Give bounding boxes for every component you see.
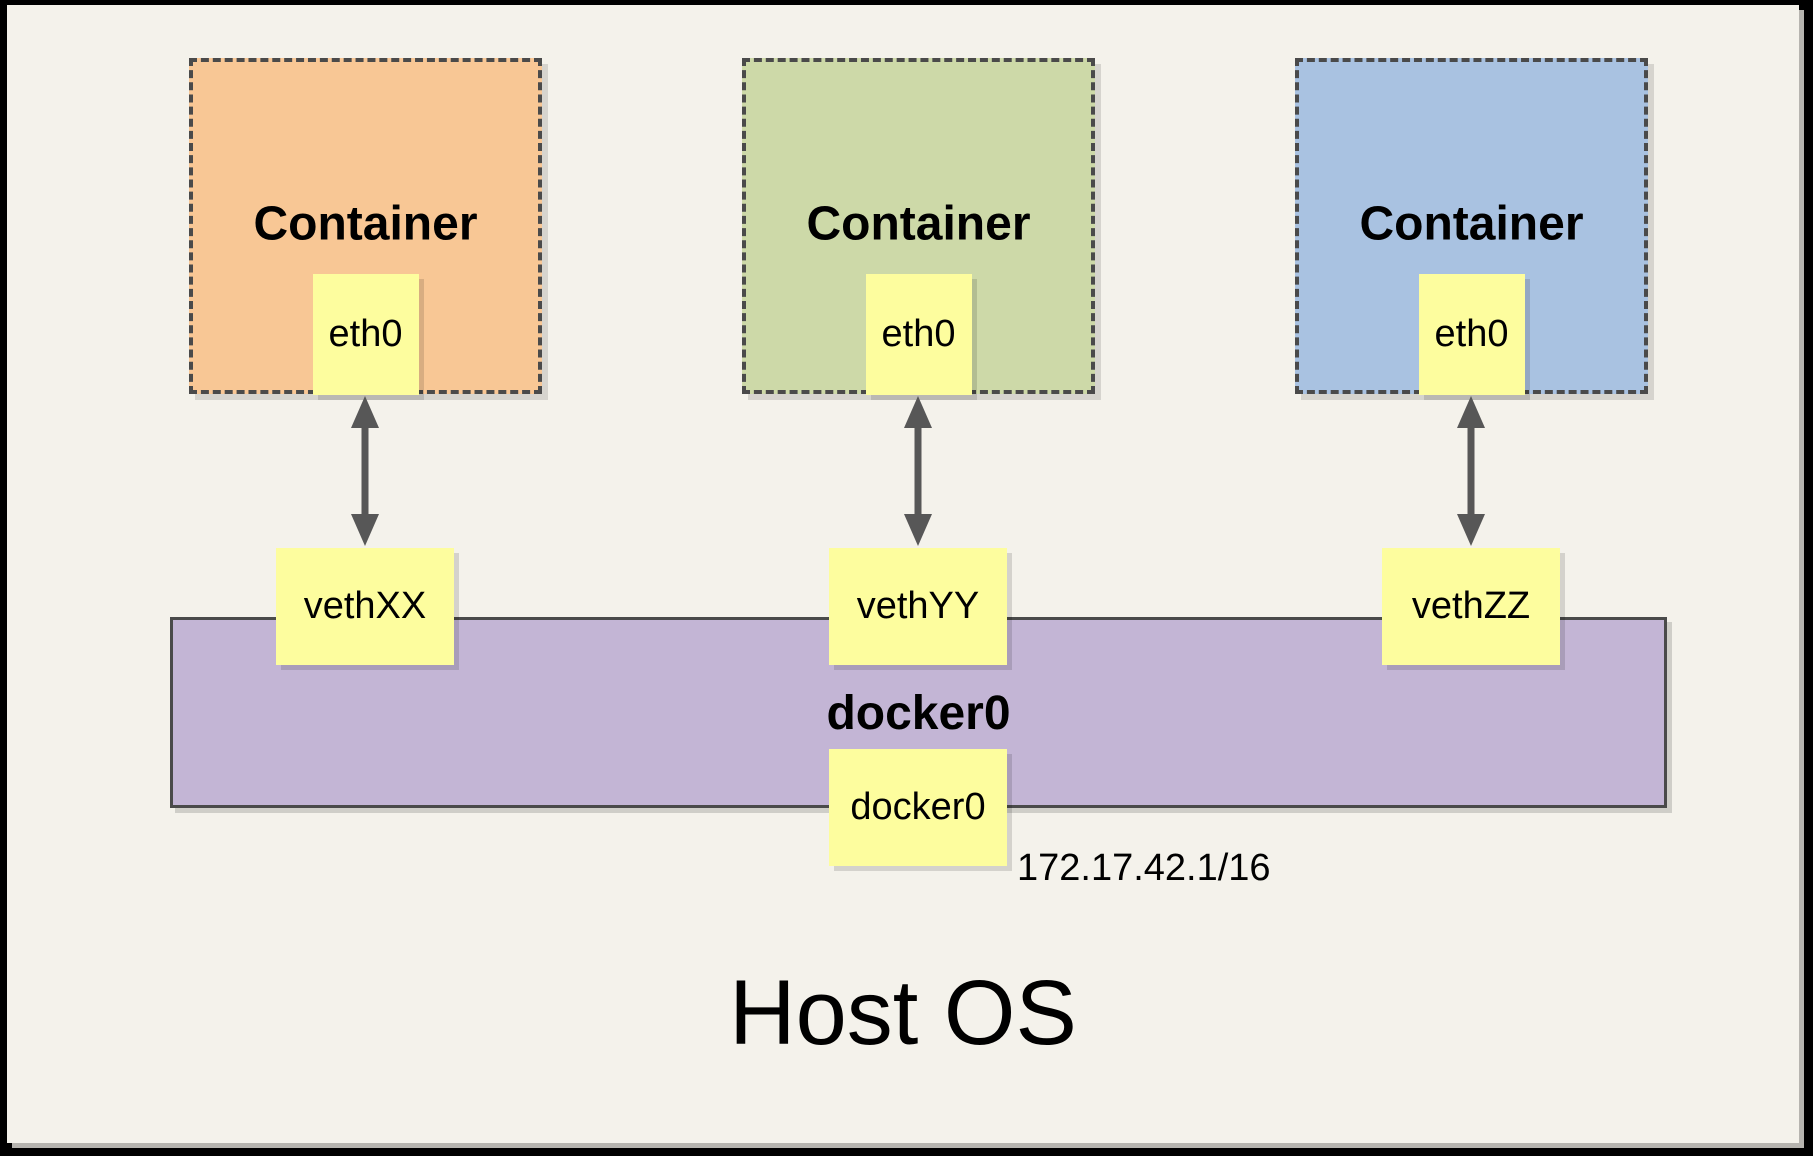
double-arrow-icon [904, 396, 932, 546]
vethyy-box: vethYY [829, 548, 1007, 665]
eth0-box-2: eth0 [865, 274, 972, 395]
container-label: Container [1359, 197, 1584, 251]
eth0-label: eth0 [328, 313, 403, 355]
vethzz-box: vethZZ [1382, 548, 1560, 665]
vethxx-box: vethXX [276, 548, 454, 665]
docker0-interface-label: docker0 [850, 786, 986, 828]
docker0-bridge-label: docker0 [826, 687, 1011, 740]
eth0-box-1: eth0 [312, 274, 419, 395]
vethxx-label: vethXX [303, 585, 427, 627]
host-os-label: Host OS [729, 962, 1077, 1064]
eth0-box-3: eth0 [1418, 274, 1525, 395]
docker0-interface-box: docker0 [829, 749, 1007, 866]
subnet-address-label: 172.17.42.1/16 [1017, 847, 1271, 889]
container-label: Container [253, 197, 478, 251]
diagram-canvas: Container eth0 Container eth0 Container … [7, 5, 1799, 1143]
container-label: Container [806, 197, 1031, 251]
container-box-3: Container eth0 [1295, 58, 1648, 395]
double-arrow-icon [1457, 396, 1485, 546]
double-arrow-icon [351, 396, 379, 546]
vethyy-label: vethYY [856, 585, 980, 627]
eth0-label: eth0 [1434, 313, 1509, 355]
container-box-2: Container eth0 [742, 58, 1095, 395]
eth0-label: eth0 [881, 313, 956, 355]
container-box-1: Container eth0 [189, 58, 542, 395]
vethzz-label: vethZZ [1411, 585, 1531, 627]
